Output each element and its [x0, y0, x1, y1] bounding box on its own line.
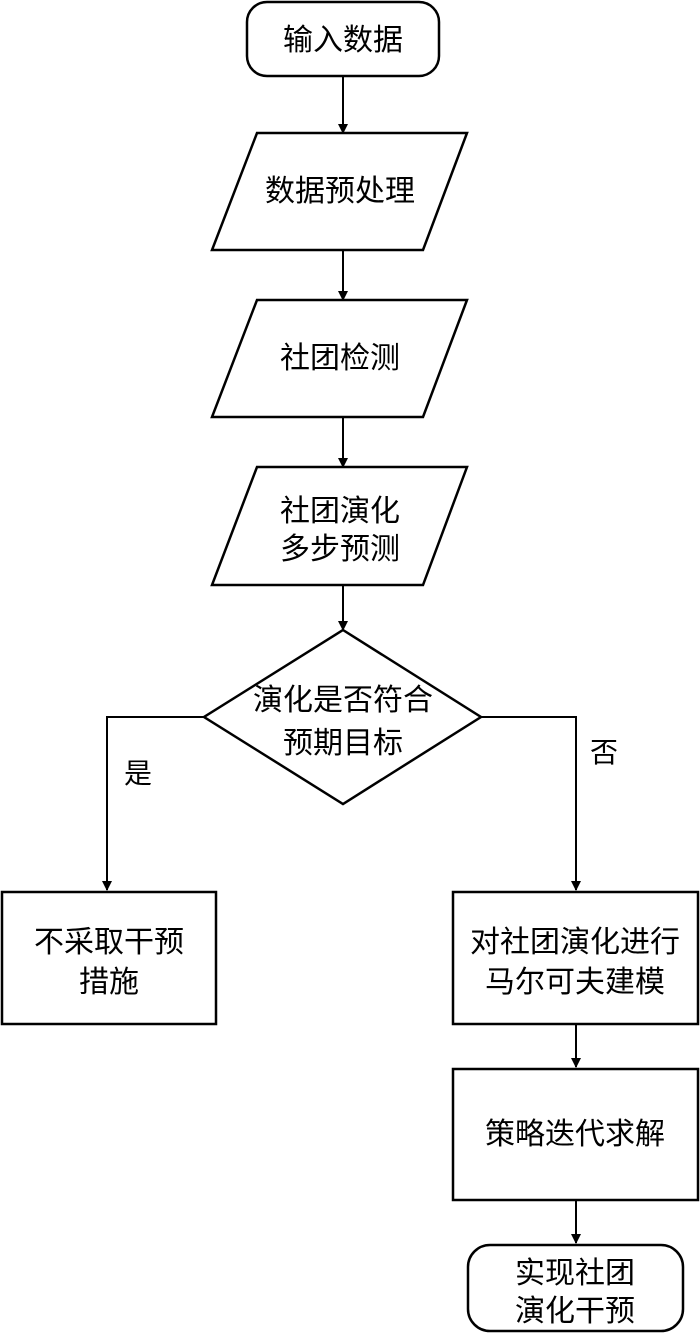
edge-label-no: 否 [590, 736, 618, 769]
edge-label-yes: 是 [124, 757, 152, 790]
node-markov-modeling-line-1: 对社团演化进行 [470, 925, 680, 960]
node-no-intervention-line-1: 不采取干预 [34, 925, 184, 960]
node-policy-iteration: 策略迭代求解 [451, 1067, 700, 1202]
node-policy-iteration-label: 策略迭代求解 [485, 1117, 665, 1152]
node-no-intervention-line-2: 措施 [79, 965, 139, 1000]
node-input-data: 输入数据 [245, 0, 441, 78]
edge-decision-yes: 是 [102, 716, 204, 891]
node-evolution-prediction-line-2: 多步预测 [280, 532, 400, 567]
node-preprocess-label: 数据预处理 [265, 174, 415, 209]
node-decision: 演化是否符合 预期目标 [201, 628, 484, 806]
node-no-intervention: 不采取干预 措施 [0, 890, 218, 1026]
node-input-data-label: 输入数据 [283, 23, 403, 58]
node-evolution-prediction-line-1: 社团演化 [280, 494, 400, 529]
node-decision-line-2: 预期目标 [283, 726, 403, 761]
node-achieve-intervention: 实现社团 演化干预 [466, 1243, 685, 1333]
node-markov-modeling-line-2: 马尔可夫建模 [485, 965, 665, 1000]
node-preprocess: 数据预处理 [210, 131, 469, 252]
node-evolution-prediction: 社团演化 多步预测 [210, 465, 469, 587]
node-community-detection-label: 社团检测 [280, 341, 400, 376]
edge-decision-no: 否 [481, 716, 618, 891]
node-decision-line-1: 演化是否符合 [253, 683, 433, 718]
node-achieve-intervention-line-2: 演化干预 [515, 1294, 635, 1329]
node-achieve-intervention-line-1: 实现社团 [515, 1256, 635, 1291]
node-markov-modeling: 对社团演化进行 马尔可夫建模 [451, 890, 700, 1026]
node-community-detection: 社团检测 [210, 298, 469, 419]
